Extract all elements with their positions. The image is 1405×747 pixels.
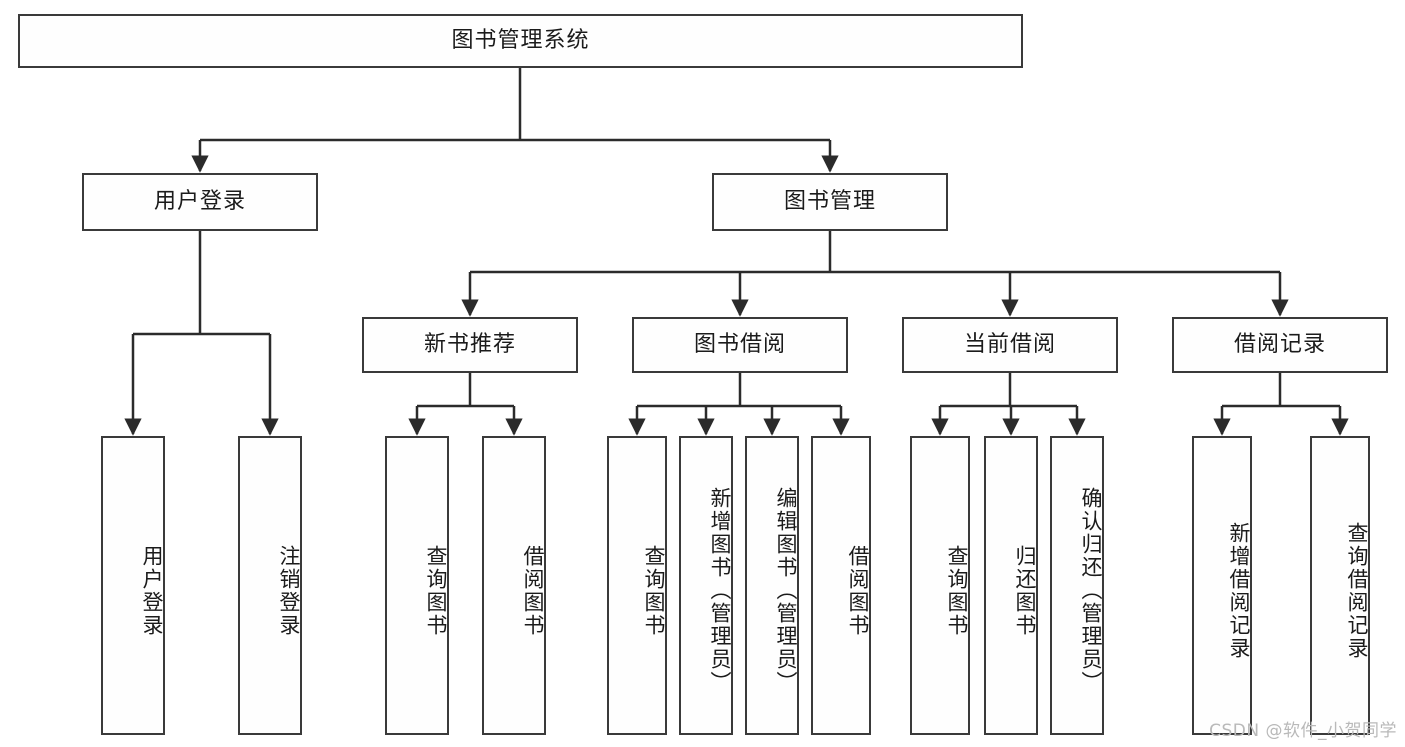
leaf-user-login[interactable]: 用户登录 — [101, 436, 165, 735]
node-book-borrow[interactable]: 图书借阅 — [632, 317, 848, 373]
leaf-borrow-edit-book-admin-label: 编辑图书（管理员） — [774, 487, 798, 694]
node-book-borrow-label: 图书借阅 — [693, 331, 786, 357]
leaf-logout-label: 注销登录 — [277, 544, 301, 637]
leaf-borrow-borrow-books-label: 借阅图书 — [846, 544, 870, 637]
node-new-book-recommend[interactable]: 新书推荐 — [362, 317, 578, 373]
leaf-current-confirm-return-admin-label: 确认归还（管理员） — [1079, 487, 1103, 694]
node-borrow-record[interactable]: 借阅记录 — [1172, 317, 1388, 373]
leaf-current-query-books-label: 查询图书 — [945, 544, 969, 637]
leaf-logout[interactable]: 注销登录 — [238, 436, 302, 735]
leaf-newbook-query-books-label: 查询图书 — [424, 544, 448, 637]
leaf-current-return-books[interactable]: 归还图书 — [984, 436, 1038, 735]
leaf-newbook-borrow-books-label: 借阅图书 — [521, 544, 545, 637]
leaf-borrow-add-book-admin-label: 新增图书（管理员） — [708, 487, 732, 694]
node-new-book-recommend-label: 新书推荐 — [423, 331, 516, 357]
node-book-management-label: 图书管理 — [783, 188, 876, 214]
node-user-login-label: 用户登录 — [153, 188, 246, 214]
node-user-login[interactable]: 用户登录 — [82, 173, 318, 231]
node-current-borrow-label: 当前借阅 — [963, 331, 1056, 357]
leaf-current-query-books[interactable]: 查询图书 — [910, 436, 970, 735]
leaf-borrow-add-book-admin[interactable]: 新增图书（管理员） — [679, 436, 733, 735]
node-current-borrow[interactable]: 当前借阅 — [902, 317, 1118, 373]
leaf-current-confirm-return-admin[interactable]: 确认归还（管理员） — [1050, 436, 1104, 735]
node-book-management[interactable]: 图书管理 — [712, 173, 948, 231]
leaf-borrow-query-books-label: 查询图书 — [642, 544, 666, 637]
leaf-borrow-edit-book-admin[interactable]: 编辑图书（管理员） — [745, 436, 799, 735]
leaf-borrow-borrow-books[interactable]: 借阅图书 — [811, 436, 871, 735]
leaf-newbook-borrow-books[interactable]: 借阅图书 — [482, 436, 546, 735]
leaf-user-login-label: 用户登录 — [140, 544, 164, 637]
node-root-label: 图书管理系统 — [451, 27, 590, 53]
leaf-record-add-record[interactable]: 新增借阅记录 — [1192, 436, 1252, 735]
leaf-newbook-query-books[interactable]: 查询图书 — [385, 436, 449, 735]
leaf-borrow-query-books[interactable]: 查询图书 — [607, 436, 667, 735]
leaf-record-query-record[interactable]: 查询借阅记录 — [1310, 436, 1370, 735]
leaf-record-add-record-label: 新增借阅记录 — [1227, 521, 1251, 660]
csdn-watermark: CSDN @软件_小贺同学 — [1209, 721, 1397, 741]
leaf-current-return-books-label: 归还图书 — [1013, 544, 1037, 637]
leaf-record-query-record-label: 查询借阅记录 — [1345, 521, 1369, 660]
node-borrow-record-label: 借阅记录 — [1233, 331, 1326, 357]
node-root[interactable]: 图书管理系统 — [18, 14, 1023, 68]
